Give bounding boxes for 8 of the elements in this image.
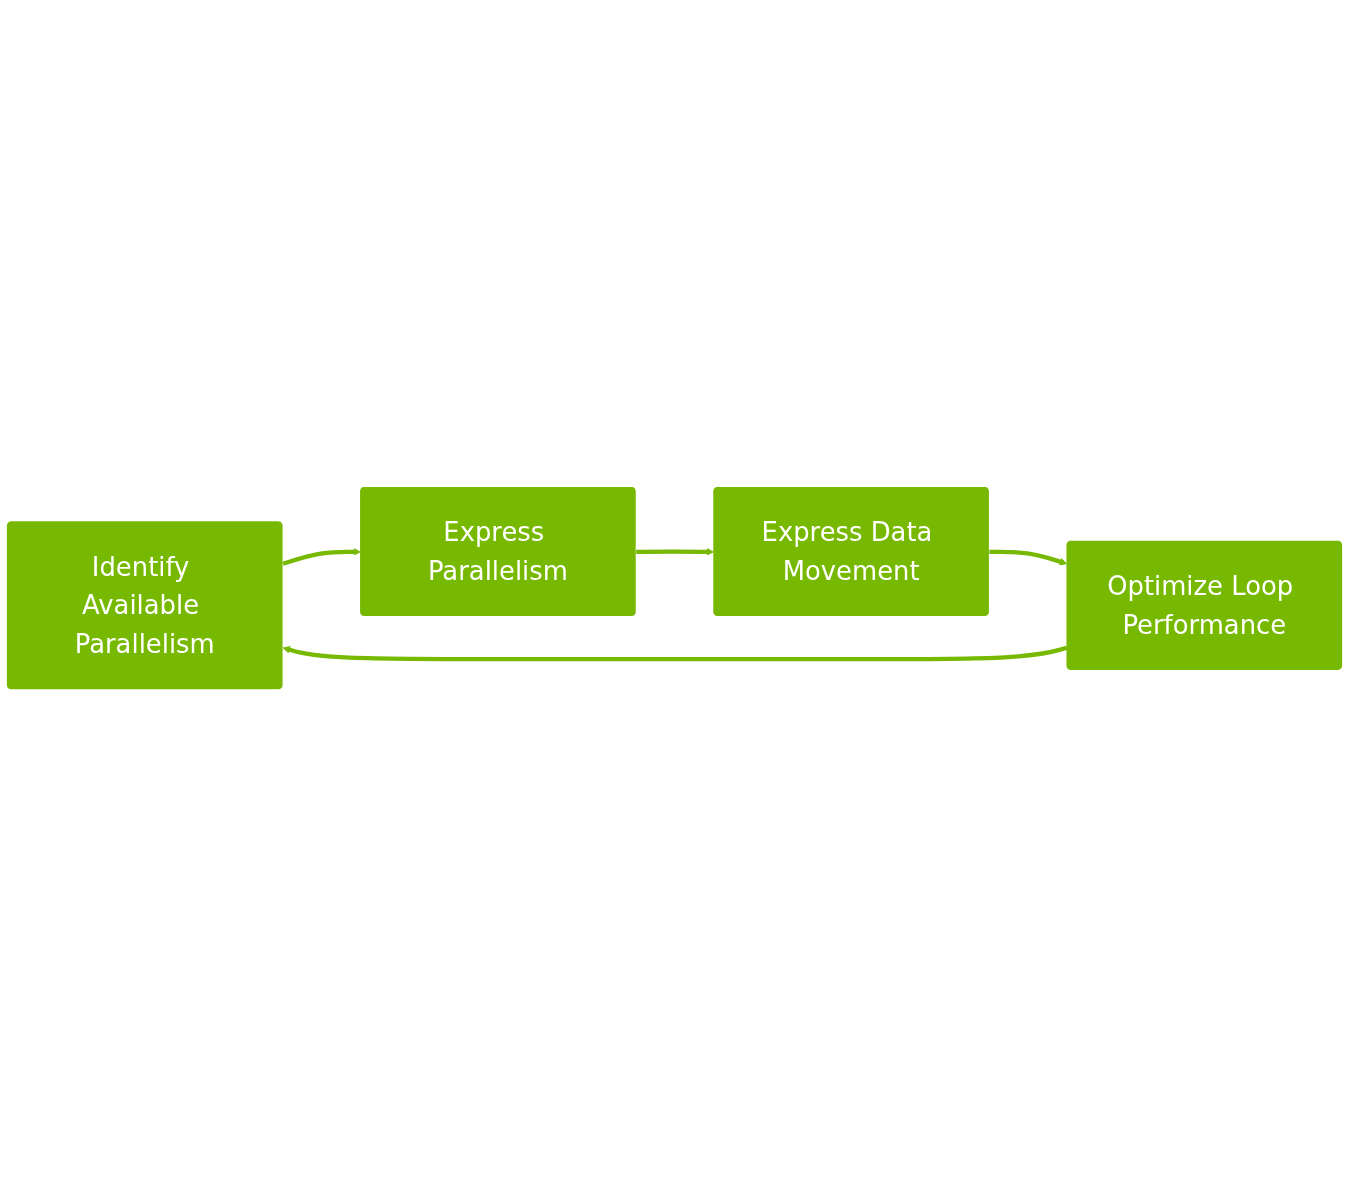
node-box: Identify Available Parallelism [6,521,283,690]
node-box: Optimize Loop Performance [1066,541,1343,671]
arrow [282,548,361,567]
node-box: Express Data Movement [713,487,989,617]
arrow [636,548,715,557]
arrow [989,550,1068,566]
node-box: Express Parallelism [360,487,636,617]
arrow [282,646,1068,662]
